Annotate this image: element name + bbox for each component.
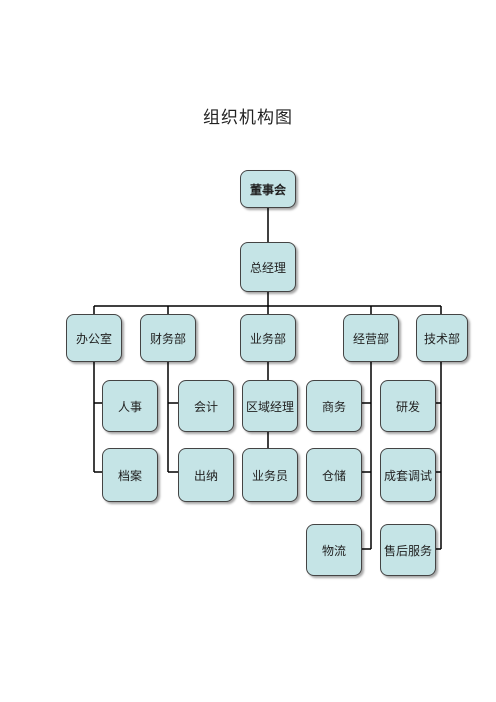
node-cashier-label: 出纳 [193, 468, 218, 483]
node-rnd: 研发 [380, 380, 436, 432]
node-archive: 档案 [102, 448, 158, 502]
node-general-manager: 总经理 [240, 242, 296, 292]
node-regional-manager: 区域经理 [242, 380, 298, 432]
node-salesperson-label: 业务员 [251, 468, 288, 483]
node-accounting: 会计 [178, 380, 234, 432]
node-regional-manager-label: 区域经理 [245, 399, 294, 414]
node-commerce-label: 商务 [321, 399, 346, 414]
node-finance-label: 财务部 [149, 331, 186, 346]
node-cashier: 出纳 [178, 448, 234, 502]
node-commerce: 商务 [306, 380, 362, 432]
node-tech: 技术部 [416, 314, 468, 362]
node-business: 业务部 [240, 314, 296, 362]
node-hr: 人事 [102, 380, 158, 432]
node-board-label: 董事会 [249, 182, 286, 197]
node-archive-label: 档案 [117, 468, 142, 483]
node-after-sales: 售后服务 [380, 524, 436, 576]
node-general-manager-label: 总经理 [249, 260, 286, 275]
node-hr-label: 人事 [117, 399, 142, 414]
node-warehouse: 仓储 [306, 448, 362, 502]
node-business-label: 业务部 [249, 331, 286, 346]
node-warehouse-label: 仓储 [321, 468, 346, 483]
node-tech-label: 技术部 [423, 331, 460, 346]
node-logistics: 物流 [306, 524, 362, 576]
node-accounting-label: 会计 [193, 399, 218, 414]
node-board: 董事会 [240, 170, 296, 208]
node-rnd-label: 研发 [395, 399, 420, 414]
node-office-label: 办公室 [75, 331, 112, 346]
node-operations: 经营部 [343, 314, 399, 362]
node-commissioning: 成套调试 [380, 448, 436, 502]
node-operations-label: 经营部 [352, 331, 389, 346]
node-after-sales-label: 售后服务 [383, 543, 432, 558]
node-finance: 财务部 [140, 314, 196, 362]
chart-title: 组织机构图 [203, 108, 293, 128]
node-salesperson: 业务员 [242, 448, 298, 502]
node-commissioning-label: 成套调试 [383, 468, 432, 483]
node-logistics-label: 物流 [321, 543, 346, 558]
node-office: 办公室 [66, 314, 122, 362]
